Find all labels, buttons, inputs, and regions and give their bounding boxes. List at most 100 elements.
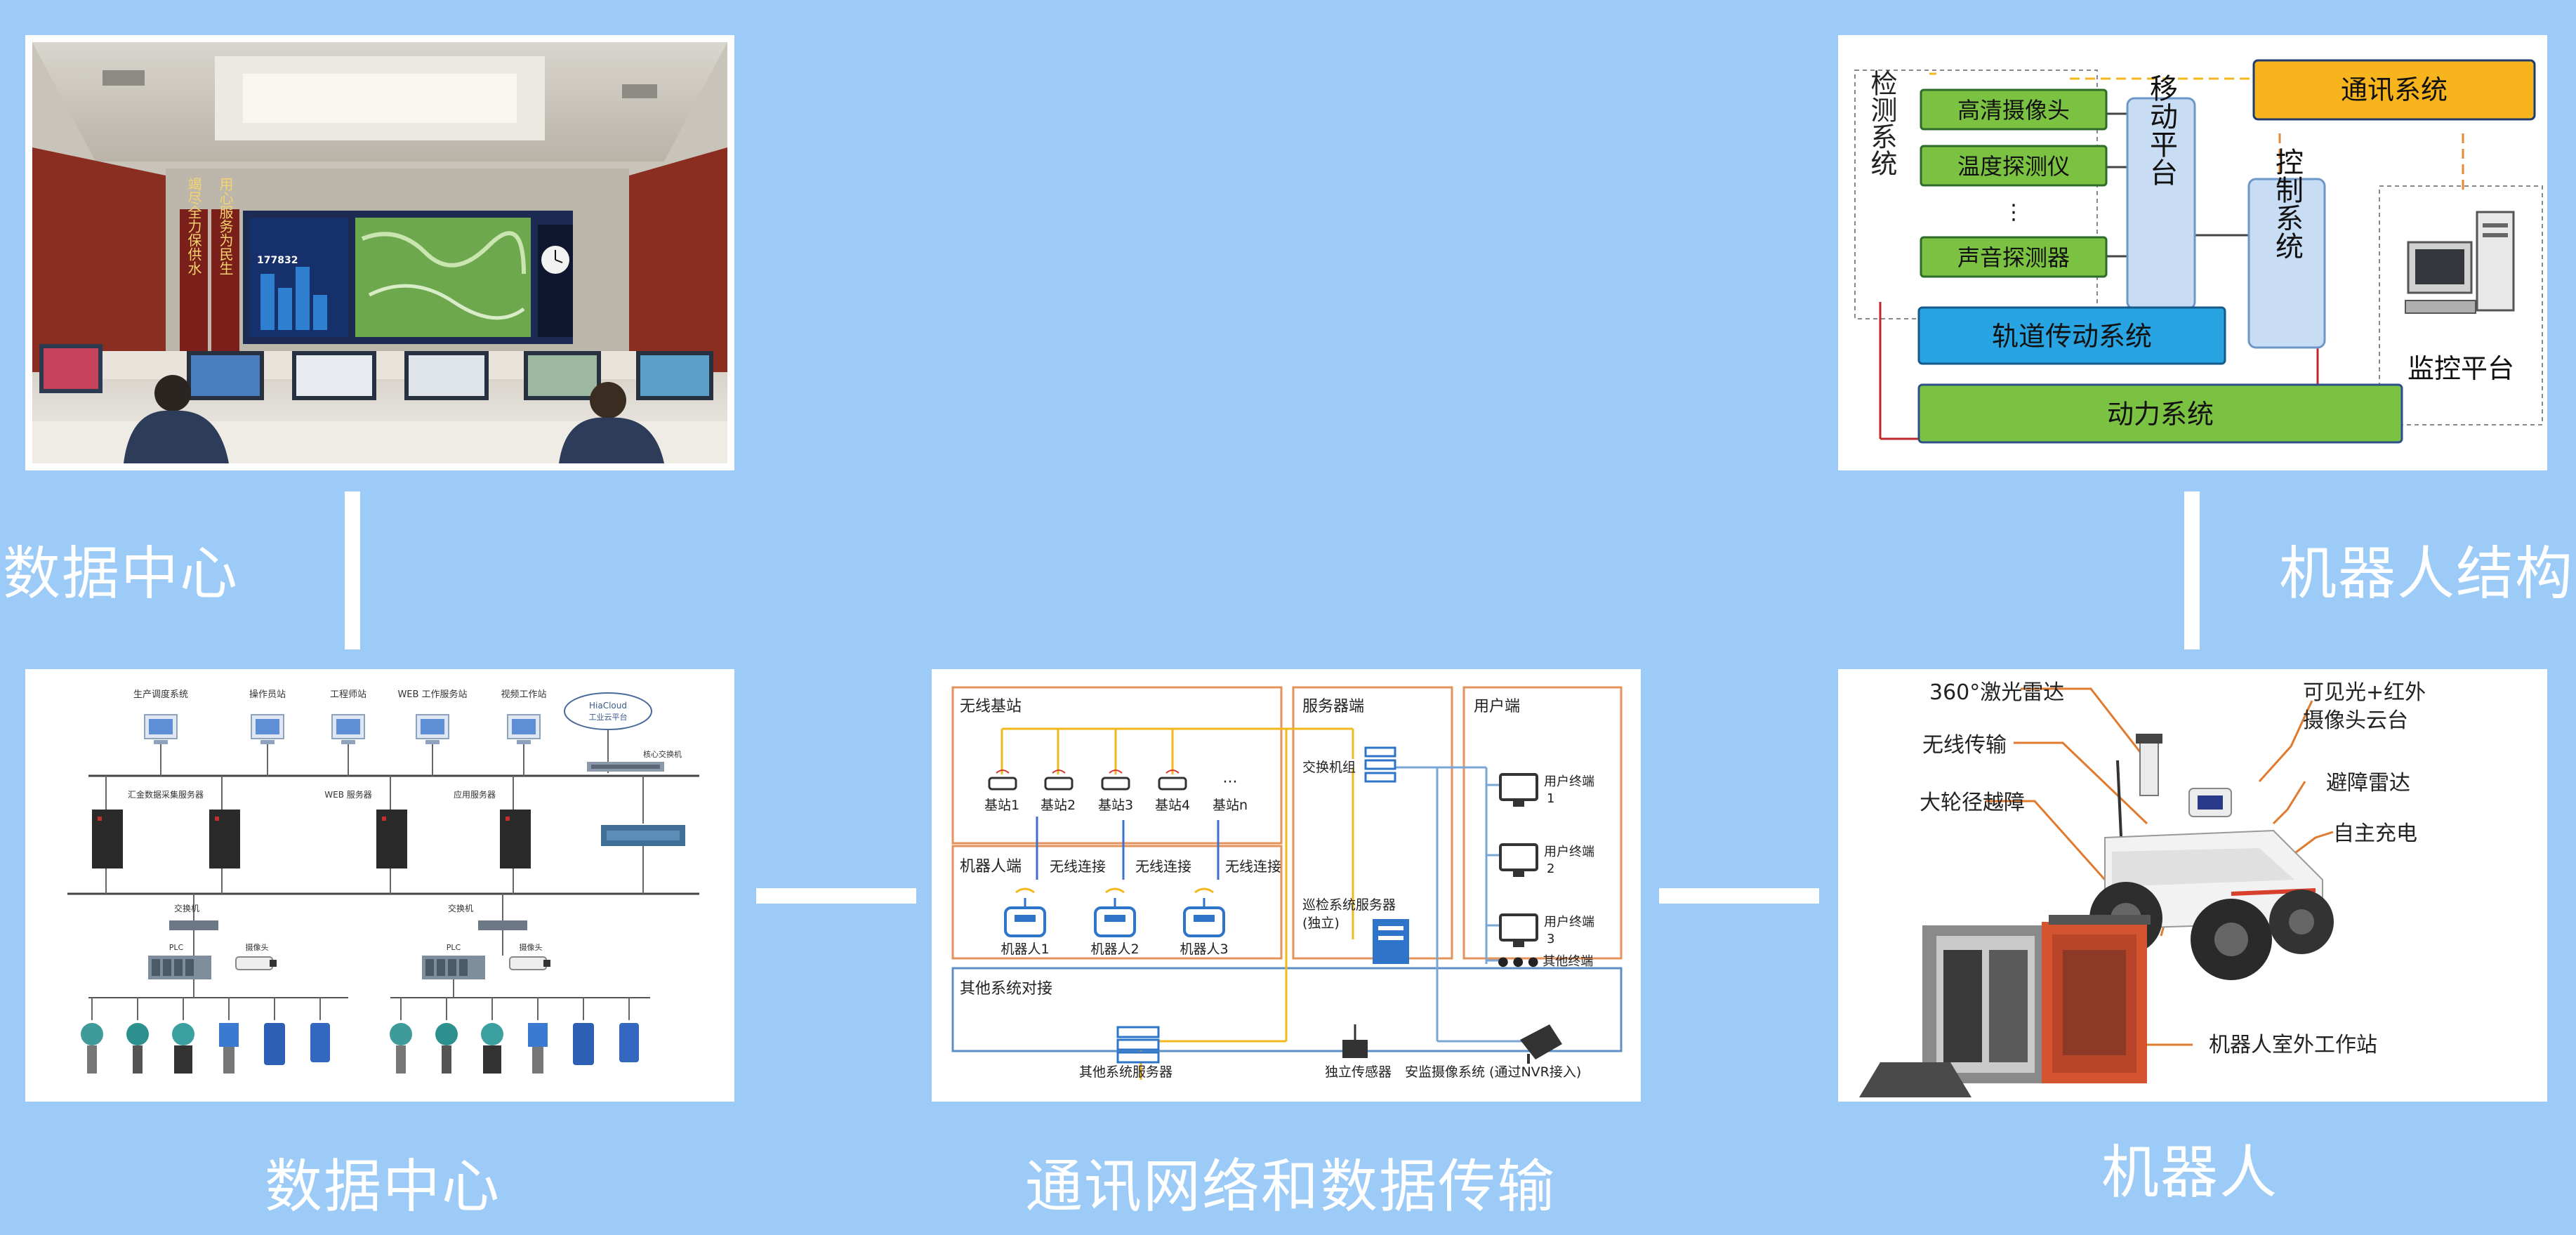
comm-system-label: 通讯系统	[2341, 74, 2448, 105]
photo-banner-left: 竭尽全力保供水	[185, 177, 202, 275]
comm-bottom-label: 通讯网络和数据传输	[1025, 1154, 1557, 1220]
control-room-photo: 竭尽全力保供水 用心服务为民生 177832	[32, 42, 727, 463]
sensor-items: 高清摄像头 温度探测仪 ⋮ 声音探测器	[1920, 88, 2108, 278]
user-side-frame	[1462, 686, 1623, 960]
security-camera-icon	[1520, 1024, 1562, 1064]
data-center-side-label: 数据中心	[3, 541, 239, 607]
comm-system-box	[2252, 59, 2536, 121]
user-terminal-number: 1	[1547, 791, 1554, 806]
camera-label-right: 摄像头	[520, 942, 543, 952]
wireless-label: 无线传输	[1922, 733, 2007, 758]
power-system-box	[1917, 383, 2403, 444]
wireless-station-title: 无线基站	[960, 698, 1022, 715]
plc-label-left: PLC	[169, 943, 184, 952]
obstacle-radar-label: 避障雷达	[2326, 771, 2410, 795]
workstation: 工程师站	[330, 689, 366, 744]
user-terminal: 用户终端 3	[1499, 913, 1594, 947]
field-instruments-left	[81, 998, 330, 1074]
wireless-station-frame	[951, 686, 1283, 845]
server-label: 应用服务器	[454, 789, 496, 800]
station-label: 基站1	[984, 798, 1019, 813]
robot-label: 机器人1	[1000, 942, 1049, 957]
monitor-platform-label: 监控平台	[2407, 353, 2514, 384]
link-label: 无线连接	[1135, 858, 1191, 875]
inspect-server-icon	[1373, 919, 1409, 964]
user-terminal: 用户终端 1	[1499, 773, 1594, 807]
comm-network-diagram: 无线基站 机器人端 服务器端 用户端 其他系统对接	[951, 686, 1623, 1080]
station-label: 基站2	[1041, 798, 1076, 813]
robot-product-panel: 360°激光雷达 可见光+红外 摄像头云台 无线传输 避障雷达 大轮径越障 自主…	[1838, 669, 2547, 1102]
switch-group-label: 交换机组	[1302, 760, 1356, 775]
user-side-title: 用户端	[1474, 698, 1520, 715]
workstation-label: WEB 工作服务站	[397, 689, 467, 700]
switch-group-icon	[1364, 746, 1396, 783]
user-terminal-label: 用户终端	[1544, 915, 1594, 930]
outdoor-station-illustration	[1859, 915, 2151, 1097]
other-server-icon	[1116, 1026, 1160, 1064]
mobile-platform-label: 移动平台	[2145, 74, 2177, 186]
robot-label: 机器人3	[1180, 942, 1228, 957]
robot-label: 机器人2	[1090, 942, 1139, 957]
workstation-label: 工程师站	[330, 689, 366, 700]
camera-label-left: 摄像头	[246, 942, 269, 952]
user-terminal-number: 3	[1547, 932, 1554, 946]
horizontal-connector-right	[1659, 888, 1819, 904]
photo-counter: 177832	[257, 255, 298, 266]
network-topology-panel: 生产调度系统 操作员站 工程师站 WEB 工作服务站	[25, 669, 734, 1102]
vertical-divider-right	[2184, 491, 2200, 649]
robot-icon	[1094, 887, 1136, 937]
user-terminal-number: 2	[1547, 861, 1554, 876]
structure-item: 温度探测仪	[1957, 153, 2070, 180]
switch-label-left: 交换机	[174, 903, 199, 913]
computer-icon	[2405, 211, 2515, 314]
core-switch-label: 核心交换机	[643, 749, 682, 759]
other-system-title: 其他系统对接	[960, 980, 1052, 998]
camera-system-label: 安监摄像系统 (通过NVR接入)	[1405, 1064, 1581, 1080]
link-label: 无线连接	[1225, 858, 1281, 875]
link-label: 无线连接	[1050, 858, 1106, 875]
user-terminal-label: 用户终端	[1544, 774, 1594, 789]
inspect-server-label-2: (独立)	[1302, 916, 1340, 931]
other-server-label: 其他系统服务器	[1079, 1064, 1173, 1080]
structure-item: 声音探测器	[1957, 244, 2070, 271]
workstation: 操作员站	[249, 689, 286, 744]
robot-structure-diagram: 检测系统 高清摄像头 温度探测仪 ⋮ 声音探测器 移动平台 轨道传动系统 动力系…	[1854, 59, 2543, 444]
control-room-photo-panel: 竭尽全力保供水 用心服务为民生 177832	[25, 35, 734, 470]
camera-icon	[235, 956, 550, 970]
cloud-label-1: HiaCloud	[589, 701, 627, 711]
workstation: 生产调度系统	[133, 689, 188, 744]
server-label: 汇金数据采集服务器	[128, 789, 204, 800]
router-icon	[1101, 770, 1130, 791]
station-ellipsis: ···	[1223, 774, 1238, 791]
robot-bottom-label: 机器人	[2101, 1140, 2279, 1206]
field-instruments-right	[390, 998, 639, 1074]
visible-ir-label-1: 可见光+红外	[2303, 680, 2426, 705]
power-system-label: 动力系统	[2107, 399, 2214, 430]
structure-item: 高清摄像头	[1957, 97, 2070, 124]
network-topology-diagram: 生产调度系统 操作员站 工程师站 WEB 工作服务站	[67, 689, 699, 1074]
data-center-bottom-label: 数据中心	[265, 1154, 501, 1220]
big-wheel-label: 大轮径越障	[1920, 791, 2025, 815]
station-label: 基站n	[1213, 798, 1248, 813]
track-system-box	[1917, 306, 2226, 365]
comm-network-panel: 无线基站 机器人端 服务器端 用户端 其他系统对接	[932, 669, 1641, 1102]
base-station-row: 基站1 基站2 基站3 基站4 ··· 基站n	[984, 770, 1248, 813]
inspect-server-label-1: 巡检系统服务器	[1302, 897, 1396, 913]
station-label: 基站4	[1155, 798, 1190, 813]
robot-structure-panel: 检测系统 高清摄像头 温度探测仪 ⋮ 声音探测器 移动平台 轨道传动系统 动力系…	[1838, 35, 2547, 470]
server-side-frame	[1292, 686, 1453, 960]
robot-side-title: 机器人端	[960, 858, 1022, 876]
workstation-label: 生产调度系统	[133, 689, 188, 700]
cloud-label-2: 工业云平台	[589, 712, 628, 722]
workstation: 视频工作站	[501, 689, 547, 744]
router-icon	[1044, 770, 1074, 791]
workstation: WEB 工作服务站	[397, 689, 468, 744]
server-tower	[92, 810, 531, 869]
visible-ir-label-2: 摄像头云台	[2303, 708, 2408, 733]
control-system-label: 控制系统	[2271, 147, 2303, 260]
switch-device-left	[169, 920, 218, 930]
station-label: 基站3	[1098, 798, 1133, 813]
switch-device-right	[478, 920, 527, 930]
cloud-icon: HiaCloud 工业云平台	[564, 692, 652, 730]
station-label: 机器人室外工作站	[2209, 1033, 2377, 1057]
